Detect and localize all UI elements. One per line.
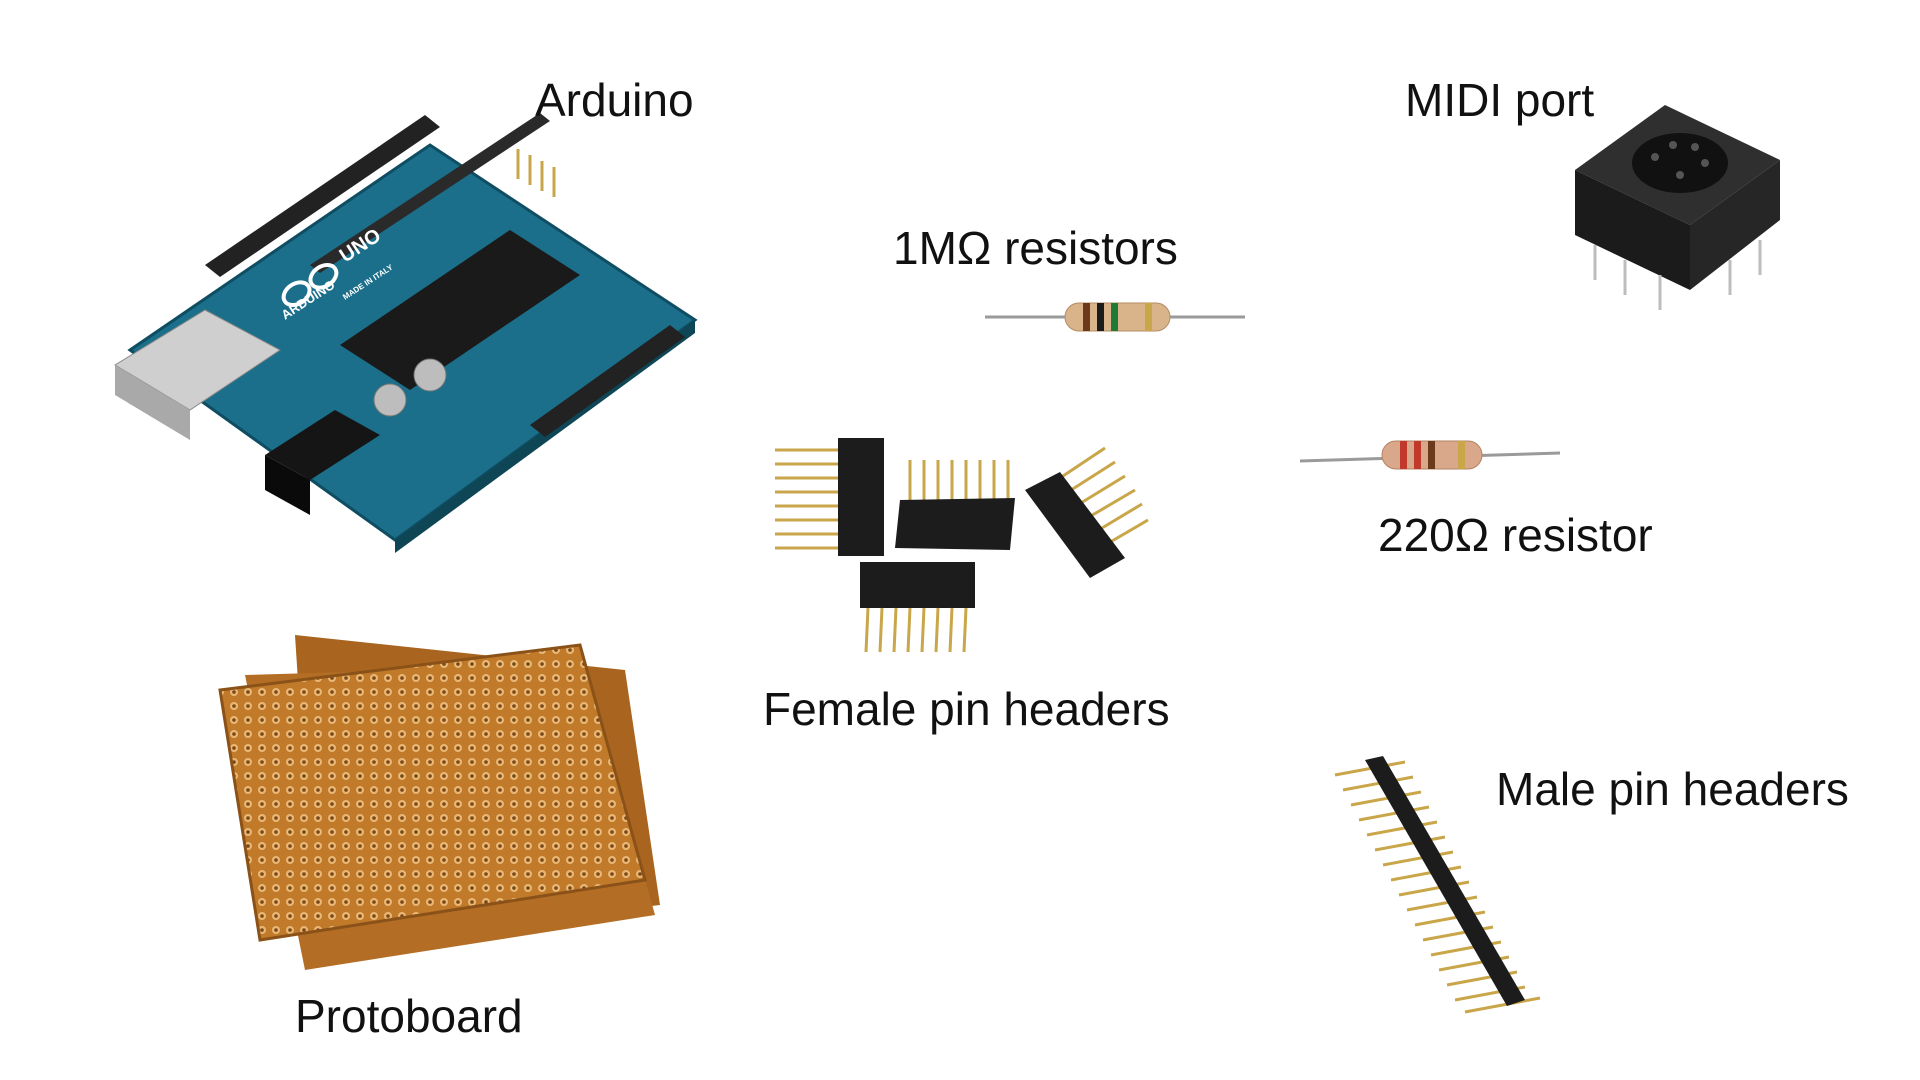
resistor-1m	[985, 302, 1245, 332]
protoboard-stack	[218, 635, 660, 970]
label-protoboard: Protoboard	[295, 990, 523, 1042]
label-midi-port: MIDI port	[1405, 74, 1595, 126]
label-female-pin-headers: Female pin headers	[763, 683, 1170, 735]
label-1m-resistors: 1MΩ resistors	[893, 222, 1178, 274]
label-arduino: Arduino	[535, 74, 694, 126]
resistor-220	[1300, 440, 1560, 470]
midi-din-connector	[1575, 105, 1780, 310]
label-male-pin-headers: Male pin headers	[1496, 763, 1849, 815]
arduino-uno-board: ARDUINO UNO MADE IN ITALY	[114, 113, 698, 553]
female-pin-headers	[775, 438, 1149, 653]
label-220-resistor: 220Ω resistor	[1378, 509, 1653, 561]
male-pin-header-strip	[1334, 756, 1541, 1014]
